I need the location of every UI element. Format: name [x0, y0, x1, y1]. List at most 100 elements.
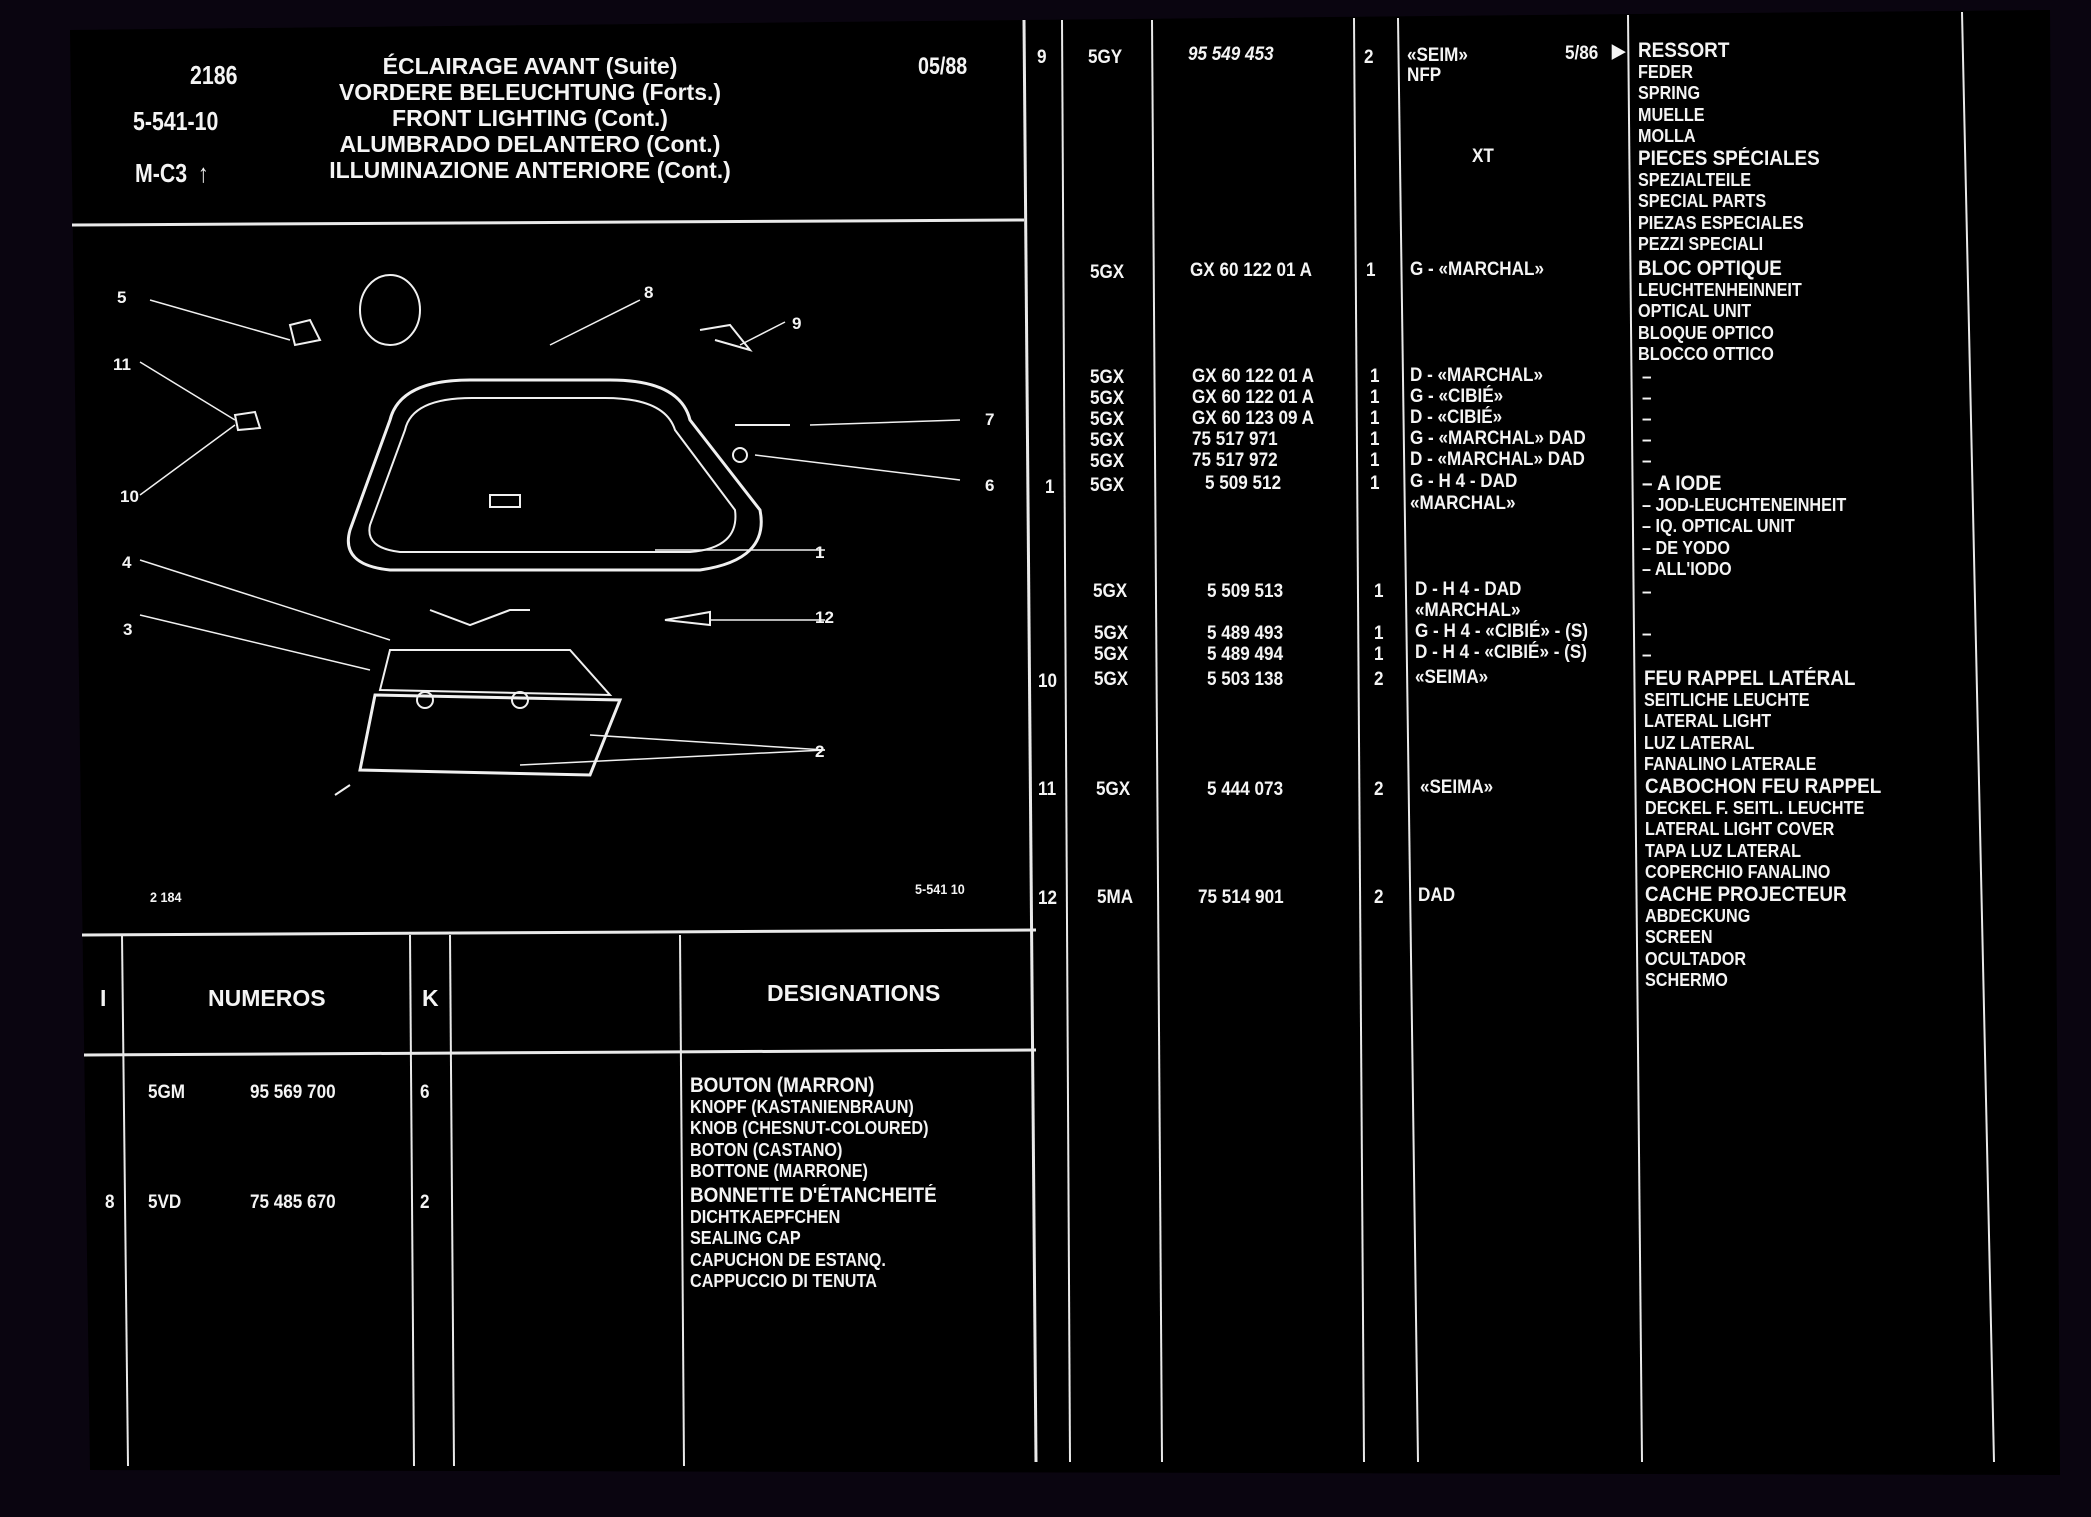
row-part-number: 95 549 453 — [1188, 44, 1274, 65]
up-arrow-icon: ↑ — [197, 158, 209, 188]
designation-es: – DE YODO — [1642, 537, 1730, 558]
designation-de: FEDER — [1638, 61, 1693, 82]
row-index: 12 — [1038, 888, 1058, 909]
section-code: M-C3 ↑ — [135, 160, 209, 186]
row-code: 5GX — [1090, 388, 1125, 409]
row-qty: 1 — [1370, 473, 1380, 494]
designation-it: PEZZI SPECIALI — [1638, 234, 1764, 254]
row-note-2: «MARCHAL» — [1410, 493, 1516, 514]
designation-es: BLOQUE OPTICO — [1638, 322, 1774, 343]
row-note: G - H 4 - DAD — [1410, 471, 1518, 492]
row-note: G - «MARCHAL» — [1410, 259, 1544, 280]
row-note: D - «CIBIÉ» — [1410, 407, 1503, 428]
small-parts — [233, 274, 790, 796]
designation-it: FANALINO LATERALE — [1644, 754, 1817, 774]
designation-de: DECKEL F. SEITL. LEUCHTE — [1645, 797, 1865, 818]
row-qty: 1 — [1370, 366, 1380, 387]
row-designations: FEU RAPPEL LATÉRAL SEITLICHE LEUCHTE LAT… — [1644, 668, 1879, 776]
row-designations: – A IODE – JOD-LEUCHTENEINHEIT – IQ. OPT… — [1642, 473, 1869, 581]
row-part-number: 75 514 901 — [1198, 887, 1284, 908]
title-es: ALUMBRADO DELANTERO (Cont.) — [339, 131, 721, 157]
row-part-number: GX 60 123 09 A — [1192, 408, 1315, 429]
row-designations: BLOC OPTIQUE LEUCHTENHEINNEIT OPTICAL UN… — [1638, 258, 1820, 366]
designation-it: BOTTONE (MARRONE) — [690, 1161, 868, 1181]
row-part-number: 5 444 073 — [1207, 779, 1284, 800]
row-part-number: GX 60 122 01 A — [1192, 387, 1315, 408]
callout-12: 12 — [815, 608, 834, 627]
designation-es: OCULTADOR — [1645, 948, 1747, 969]
designation-en: SPRING — [1638, 83, 1701, 103]
callout-7: 7 — [985, 410, 995, 429]
figure-number: 2 184 — [150, 889, 182, 905]
row-note: G - «CIBIÉ» — [1410, 386, 1504, 407]
row-designations: PIECES SPÉCIALES SPEZIALTEILE SPECIAL PA… — [1638, 148, 1840, 256]
designation-en: OPTICAL UNIT — [1638, 301, 1752, 321]
row-part-number: 75 517 971 — [1192, 429, 1278, 450]
row-qty: 1 — [1374, 623, 1384, 644]
row-designation: – — [1642, 645, 1652, 666]
row-index: 10 — [1038, 671, 1058, 692]
designation-it: SCHERMO — [1645, 970, 1728, 990]
designation-fr: RESSORT — [1638, 39, 1730, 62]
designation-fr: CACHE PROJECTEUR — [1645, 883, 1847, 906]
designation-de: DICHTKAEPFCHEN — [690, 1206, 841, 1227]
row-qty: 2 — [420, 1192, 430, 1213]
callout-6: 6 — [985, 476, 995, 495]
row-note: G - «MARCHAL» DAD — [1410, 428, 1586, 449]
designation-de: SPEZIALTEILE — [1638, 169, 1752, 190]
callout-4: 4 — [122, 553, 132, 572]
headlamp-housing — [347, 378, 763, 572]
row-designations: CABOCHON FEU RAPPEL DECKEL F. SEITL. LEU… — [1645, 776, 1908, 884]
row-designation: – — [1642, 430, 1652, 451]
title-it: ILLUMINAZIONE ANTERIORE (Cont.) — [329, 157, 731, 183]
row-note-2: «MARCHAL» — [1415, 600, 1521, 621]
row-code: 5GX — [1090, 430, 1125, 451]
designation-en: SCREEN — [1645, 927, 1713, 947]
row-part-number: 75 517 972 — [1192, 450, 1278, 471]
lamp-holder — [358, 609, 623, 777]
column-header-index: I — [100, 985, 107, 1011]
row-code: 5GX — [1094, 623, 1129, 644]
row-part-number: GX 60 122 01 A — [1192, 366, 1315, 387]
row-qty: 2 — [1374, 669, 1384, 690]
callout-10: 10 — [120, 487, 139, 506]
designation-en: SEALING CAP — [690, 1228, 801, 1248]
row-part-number: 75 485 670 — [250, 1192, 336, 1213]
row-code: 5GM — [148, 1082, 186, 1103]
row-designation: – — [1642, 582, 1652, 603]
designation-en: – IQ. OPTICAL UNIT — [1642, 516, 1795, 536]
row-code: 5GX — [1090, 367, 1125, 388]
column-header-k: K — [422, 985, 439, 1011]
row-part-number: 95 569 700 — [250, 1082, 336, 1103]
row-code: 5GX — [1094, 669, 1129, 690]
designation-de: KNOPF (KASTANIENBRAUN) — [690, 1096, 914, 1117]
designation-fr: BOUTON (MARRON) — [690, 1074, 875, 1097]
designation-de: – JOD-LEUCHTENEINHEIT — [1642, 494, 1847, 515]
row-note: G - H 4 - «CIBIÉ» - (S) — [1415, 621, 1588, 642]
row-qty: 2 — [1374, 779, 1384, 800]
row-index: 9 — [1037, 47, 1047, 68]
designation-es: MUELLE — [1638, 104, 1705, 125]
row-note: D - H 4 - DAD — [1415, 579, 1522, 600]
row-note: DAD — [1418, 885, 1456, 906]
row-designation: – — [1642, 388, 1652, 409]
row-code: 5VD — [148, 1192, 182, 1213]
row-designations: CACHE PROJECTEUR ABDECKUNG SCREEN OCULTA… — [1645, 884, 1869, 992]
callout-1: 1 — [815, 543, 825, 562]
play-arrow-icon: ▶ — [1612, 41, 1626, 62]
leader-lines — [139, 299, 961, 766]
column-header-numbers: NUMEROS — [208, 985, 326, 1011]
row-code: 5GX — [1096, 779, 1131, 800]
designation-fr: FEU RAPPEL LATÉRAL — [1644, 667, 1856, 690]
designation-en: SPECIAL PARTS — [1638, 191, 1767, 211]
column-header-designations: DESIGNATIONS — [767, 980, 941, 1006]
row-designation: – — [1642, 624, 1652, 645]
row-code: 5GX — [1090, 475, 1125, 496]
row-qty: 1 — [1370, 450, 1380, 471]
row-note: D - «MARCHAL» — [1410, 365, 1544, 386]
row-code: 5GX — [1090, 451, 1125, 472]
exploded-diagram — [139, 274, 961, 796]
row-code: 5GX — [1090, 409, 1125, 430]
title-de: VORDERE BELEUCHTUNG (Forts.) — [338, 79, 722, 105]
